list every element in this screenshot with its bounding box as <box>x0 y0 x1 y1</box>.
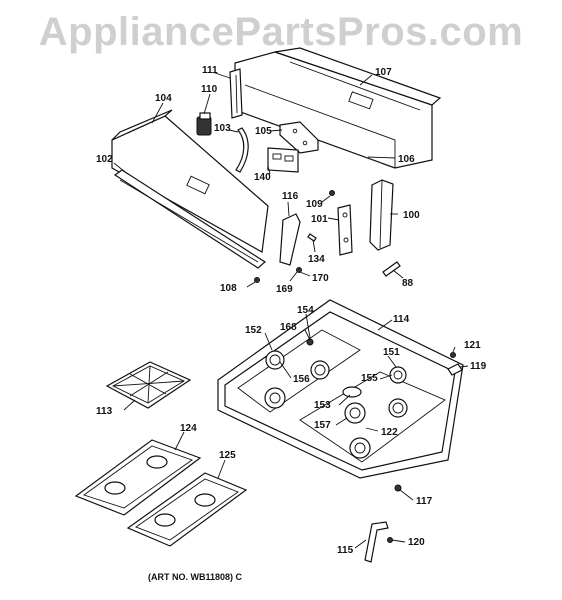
screw-108 <box>254 277 260 283</box>
callout-105: 105 <box>255 126 272 137</box>
callout-116: 116 <box>282 191 299 202</box>
callout-107: 107 <box>375 67 392 78</box>
callout-100: 100 <box>403 210 420 221</box>
screw-169-170 <box>296 267 302 273</box>
callout-102: 102 <box>96 154 113 165</box>
callout-120: 120 <box>408 537 425 548</box>
callout-88: 88 <box>402 278 414 289</box>
art-number: (ART NO. WB11808) C <box>148 572 243 582</box>
clip-120 <box>387 537 393 543</box>
callout-121: 121 <box>464 340 481 351</box>
callout-labels: 111 107 110 104 103 105 106 102 140 116 … <box>96 65 487 556</box>
callout-170: 170 <box>312 273 329 284</box>
plate-140 <box>267 147 299 173</box>
callout-119: 119 <box>470 361 487 372</box>
screw-109 <box>329 190 335 196</box>
spark-module-121-119 <box>447 352 463 376</box>
callout-152: 152 <box>245 325 262 336</box>
backsplash-104 <box>111 109 269 253</box>
wire-harness-103 <box>235 127 249 173</box>
callout-117: 117 <box>416 496 433 507</box>
callout-108: 108 <box>220 283 237 294</box>
screw-134 <box>307 233 317 242</box>
callout-109: 109 <box>306 199 323 210</box>
callout-106: 106 <box>398 154 415 165</box>
clip-88 <box>382 261 401 277</box>
bracket-105 <box>279 121 319 154</box>
callout-157: 157 <box>314 420 331 431</box>
callout-151: 151 <box>383 347 400 358</box>
callout-140: 140 <box>254 172 271 183</box>
side-bracket-116 <box>279 213 301 266</box>
callout-101: 101 <box>311 214 328 225</box>
callout-124: 124 <box>180 423 197 434</box>
callout-104: 104 <box>155 93 172 104</box>
callout-114: 114 <box>393 314 410 325</box>
callout-168: 168 <box>280 322 297 333</box>
switch-110 <box>196 112 212 136</box>
trim-strip-102 <box>113 169 267 269</box>
callout-122: 122 <box>381 427 398 438</box>
callout-155: 155 <box>361 373 378 384</box>
callout-156: 156 <box>293 374 310 385</box>
rear-panel-assembly <box>234 47 442 169</box>
leader-lines <box>113 72 469 549</box>
callout-154: 154 <box>297 305 314 316</box>
callout-134: 134 <box>308 254 325 265</box>
callout-103: 103 <box>214 123 231 134</box>
bumper-117 <box>394 484 402 492</box>
callout-169: 169 <box>276 284 293 295</box>
grate-113 <box>105 361 192 409</box>
callout-125: 125 <box>219 450 236 461</box>
drip-pan-125 <box>126 472 248 547</box>
side-bracket-101 <box>337 204 353 256</box>
callout-110: 110 <box>201 84 218 95</box>
callout-113: 113 <box>96 406 113 417</box>
watermark-text: AppliancePartsPros.com <box>38 10 524 54</box>
callout-115: 115 <box>337 545 354 556</box>
end-cap-100 <box>369 179 394 251</box>
tube-115 <box>364 521 389 563</box>
cooktop-114 <box>217 299 464 479</box>
callout-111: 111 <box>202 65 218 76</box>
callout-153: 153 <box>314 400 331 411</box>
bracket-111 <box>229 68 243 119</box>
drip-pan-124 <box>74 439 202 516</box>
